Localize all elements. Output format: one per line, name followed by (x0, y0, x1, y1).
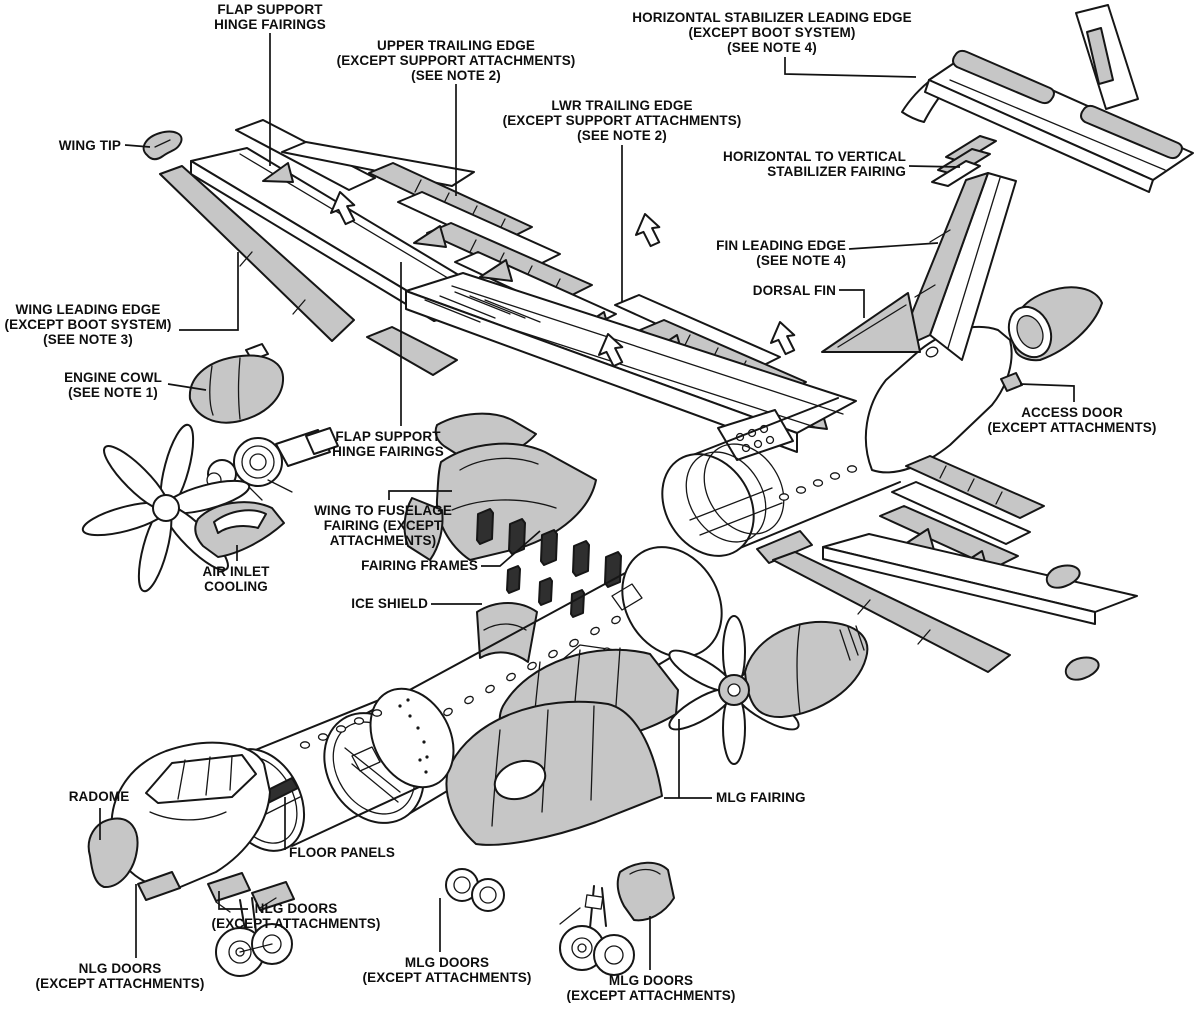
dorsal-fin-part (821, 292, 921, 353)
upper-trailing-edge-panels (262, 162, 617, 334)
nlg-gear-strut (215, 897, 293, 977)
right-wing-leading-edge-part (772, 551, 1011, 673)
tail-cone (1007, 286, 1103, 362)
stab-leading-edge-strip-1 (952, 49, 1055, 105)
leader-engine-cowl (167, 383, 207, 391)
wing-leading-edge-part (159, 165, 458, 376)
engine-core (206, 427, 339, 501)
mlg-wheels-small (445, 868, 505, 912)
leader-dorsal-fin (839, 289, 865, 318)
mlg-gear-strut (559, 885, 635, 976)
leader-fairing-frames (481, 530, 541, 567)
flap-support-hinge-fairing-3 (479, 259, 513, 282)
rear-fuselage-section (661, 397, 901, 564)
horizontal-stabilizer (901, 4, 1194, 193)
mlg-fairing-part (445, 647, 679, 846)
leader-fin-leading-edge (848, 242, 939, 250)
leader-wing-leading-edge (179, 252, 239, 331)
leader-nlg-doors-upper (218, 891, 248, 910)
cockpit-windows (145, 754, 257, 804)
wing-tip-part (142, 130, 183, 161)
right-engine-nacelle (718, 620, 869, 719)
leader-wing-to-fuselage-fairing (388, 490, 452, 500)
vertical-fin (821, 172, 1017, 361)
leader-access-door (1019, 383, 1075, 402)
leader-wing-tip (124, 144, 151, 148)
horizontal-to-vertical-fairing-part (931, 135, 997, 187)
flap-support-hinge-fairing-2 (413, 225, 447, 248)
engine-cowl-part (188, 343, 285, 424)
mlg-door-part (616, 861, 675, 922)
air-inlet-cooling-part (194, 501, 285, 558)
leader-horizontal-to-vertical-stabilizer-fairing (908, 165, 961, 168)
left-propeller (81, 423, 251, 593)
flap-support-hinge-fairing-1 (262, 162, 294, 183)
right-outer-wing (772, 533, 1138, 681)
stab-leading-edge-strip-2 (1080, 104, 1183, 160)
access-door-part (1000, 372, 1023, 392)
leader-horizontal-stabilizer-leading-edge (784, 57, 917, 78)
